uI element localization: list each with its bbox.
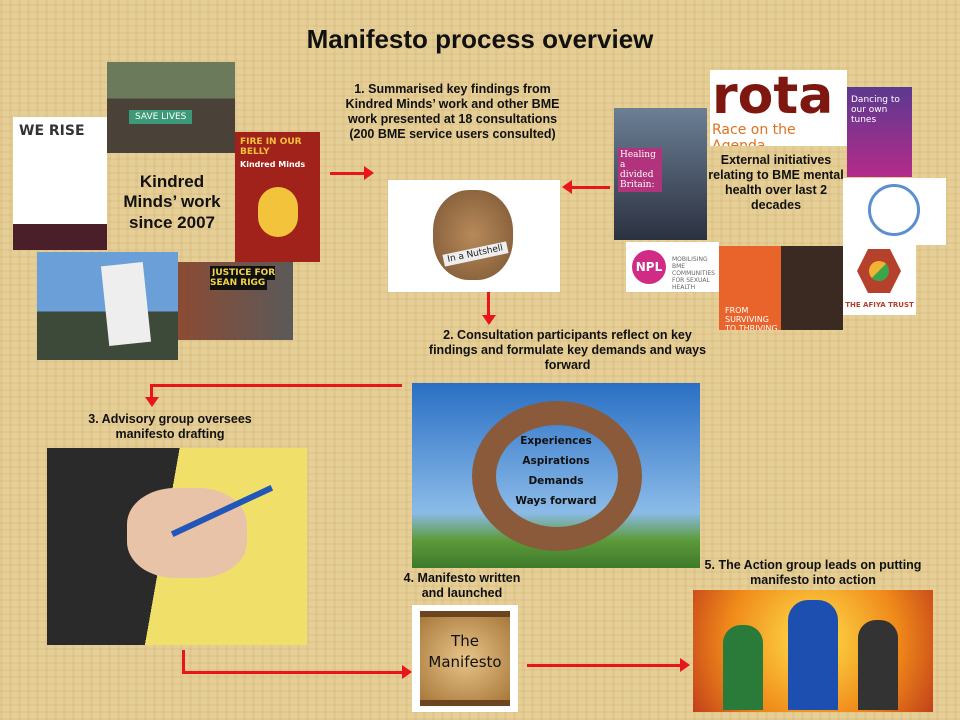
arrow-step1-to-step2 bbox=[487, 292, 490, 317]
writing-photo bbox=[47, 448, 307, 645]
nutshell-image: In a Nutshell bbox=[388, 180, 560, 292]
npl-mark: NPL bbox=[632, 250, 666, 284]
kindred-label: Kindred Minds’ work since 2007 bbox=[123, 172, 221, 232]
healing-title: Healing a divided Britain: bbox=[618, 148, 662, 192]
manifesto-scroll: The Manifesto bbox=[412, 605, 518, 712]
arrow-step3-to-step4 bbox=[182, 671, 404, 674]
word-experiences: Experiences bbox=[520, 435, 592, 447]
afiya-title: THE AFIYA TRUST bbox=[845, 301, 914, 309]
arrow-step2-to-step3-down bbox=[150, 384, 153, 399]
arrowhead-icon bbox=[680, 658, 690, 672]
arrowhead-icon bbox=[482, 315, 496, 325]
step3-text: 3. Advisory group oversees manifesto dra… bbox=[88, 412, 252, 441]
step4-text: 4. Manifesto written and launched bbox=[403, 571, 521, 600]
scroll-text: The Manifesto bbox=[420, 611, 510, 706]
hands-circle-image: Experiences Aspirations Demands Ways for… bbox=[412, 383, 700, 568]
surviving-thriving-photo: FROM SURVIVING TO THRIVING bbox=[719, 246, 843, 330]
un-disability-logo bbox=[843, 178, 946, 245]
rigg-banner: JUSTICE FOR SEAN RIGG bbox=[210, 266, 276, 290]
word-ways-forward: Ways forward bbox=[515, 495, 597, 507]
superheroes-image bbox=[693, 590, 933, 712]
step5-text: 5. The Action group leads on putting man… bbox=[704, 558, 922, 587]
poster-title: FIRE IN OUR BELLY bbox=[240, 137, 302, 157]
arrowhead-icon bbox=[402, 665, 412, 679]
dancing-tunes-cover: Dancing to our own tunes bbox=[847, 87, 912, 177]
rota-tagline: Race on the Agenda bbox=[712, 122, 796, 146]
dancing-title: Dancing to our own tunes bbox=[851, 95, 900, 125]
rota-wordmark: rota bbox=[712, 70, 834, 126]
arrowhead-icon bbox=[562, 180, 572, 194]
balloons-photo bbox=[37, 252, 178, 360]
we-rise-flyer: WE RISE bbox=[13, 117, 107, 250]
arrow-step2-to-step3 bbox=[150, 384, 402, 387]
arrow-step4-to-step5 bbox=[527, 664, 682, 667]
slide-title: Manifesto process overview bbox=[306, 24, 654, 54]
arrow-step3-to-step4-down bbox=[182, 650, 185, 673]
arrow-kindred-to-step1 bbox=[330, 172, 366, 175]
word-demands: Demands bbox=[528, 475, 584, 487]
flyer-title: WE RISE bbox=[19, 123, 85, 139]
surviving-title: FROM SURVIVING TO THRIVING bbox=[725, 306, 778, 330]
step2-text: 2. Consultation participants reflect on … bbox=[428, 328, 707, 372]
banner-text: SAVE LIVES bbox=[129, 110, 193, 124]
afiya-trust-logo: THE AFIYA TRUST bbox=[843, 245, 916, 315]
word-aspirations: Aspirations bbox=[522, 455, 590, 467]
arrowhead-icon bbox=[364, 166, 374, 180]
protest-photo: SAVE LIVES bbox=[107, 62, 235, 153]
step1-text: 1. Summarised key findings from Kindred … bbox=[345, 82, 560, 141]
npl-tagline: MOBILISING BME COMMUNITIES FOR SEXUAL HE… bbox=[672, 256, 715, 291]
healing-britain-cover: Healing a divided Britain: bbox=[614, 108, 707, 240]
arrow-external-to-step1 bbox=[572, 186, 610, 189]
external-label: External initiatives relating to BME men… bbox=[708, 153, 844, 212]
fire-in-our-belly-poster: FIRE IN OUR BELLY Kindred Minds bbox=[235, 132, 320, 262]
sean-rigg-photo: JUSTICE FOR SEAN RIGG bbox=[178, 262, 293, 340]
poster-subtitle: Kindred Minds bbox=[240, 160, 306, 169]
arrowhead-icon bbox=[145, 397, 159, 407]
